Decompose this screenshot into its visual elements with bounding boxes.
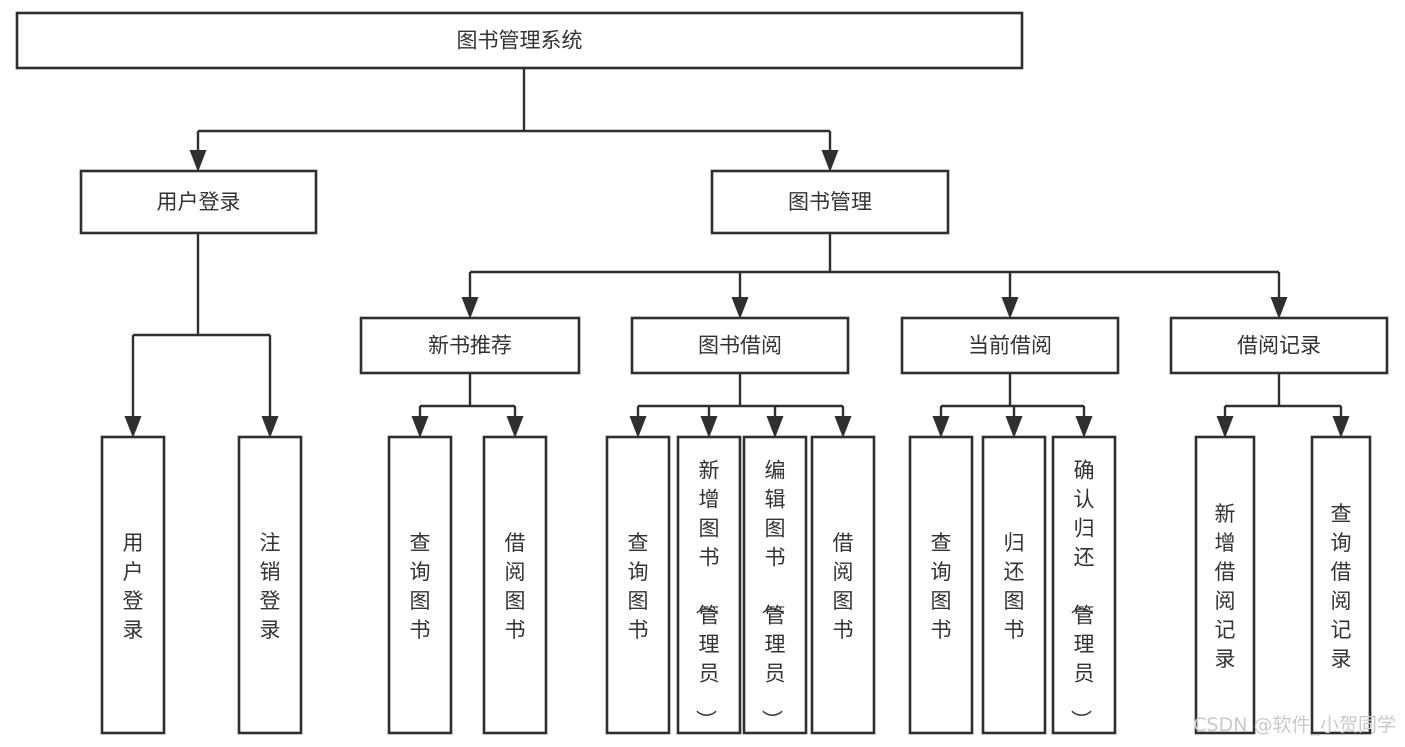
node-label-book-management: 图书管理 <box>788 190 872 214</box>
book-management-drop-3-arrowhead <box>1270 297 1288 319</box>
node-label-user-login: 用户登录 <box>157 190 241 214</box>
node-label-leaf-query-book-current: 查询图书 <box>931 531 952 642</box>
new-book-recommend-drop-0-arrowhead <box>411 416 429 438</box>
node-leaf-user-login[interactable]: 用户登录 <box>100 435 166 735</box>
node-current-borrow[interactable]: 当前借阅 <box>900 316 1120 375</box>
node-box-leaf-query-book-borrow[interactable] <box>605 435 671 735</box>
new-book-recommend-drop-1-arrowhead <box>506 416 524 438</box>
root-drop-0-arrowhead <box>189 150 207 172</box>
node-label-book-borrow: 图书借阅 <box>698 334 782 358</box>
node-label-leaf-borrow-book-recommend: 借阅图书 <box>505 531 526 642</box>
node-book-management[interactable]: 图书管理 <box>710 169 950 235</box>
node-box-leaf-query-borrow-record[interactable] <box>1310 435 1372 735</box>
node-leaf-confirm-return-admin[interactable]: 确认归还（管理员） <box>1051 435 1117 735</box>
node-leaf-borrow-book-recommend[interactable]: 借阅图书 <box>482 435 548 735</box>
node-label-leaf-add-book-admin: 新增图书（管理员） <box>694 459 720 731</box>
node-label-current-borrow: 当前借阅 <box>968 334 1052 358</box>
node-label-leaf-confirm-return-admin: 确认归还（管理员） <box>1069 459 1095 731</box>
node-leaf-query-book-current[interactable]: 查询图书 <box>908 435 974 735</box>
borrow-record-drop-0-arrowhead <box>1216 416 1234 438</box>
node-label-leaf-edit-book-admin: 编辑图书（管理员） <box>760 459 786 731</box>
node-box-leaf-query-book-current[interactable] <box>908 435 974 735</box>
node-leaf-query-book-borrow[interactable]: 查询图书 <box>605 435 671 735</box>
current-borrow-drop-2-arrowhead <box>1075 416 1093 438</box>
node-box-borrow-record[interactable] <box>1169 316 1389 375</box>
node-box-leaf-user-login[interactable] <box>100 435 166 735</box>
node-box-leaf-confirm-return-admin[interactable] <box>1051 435 1117 735</box>
node-leaf-query-book-recommend[interactable]: 查询图书 <box>387 435 453 735</box>
book-borrow-drop-0-arrowhead <box>629 416 647 438</box>
node-box-user-login[interactable] <box>79 169 318 235</box>
nodes-layer: 图书管理系统用户登录图书管理新书推荐图书借阅当前借阅借阅记录用户登录注销登录查询… <box>15 11 1389 735</box>
book-management-drop-0-arrowhead <box>461 297 479 319</box>
node-box-book-management[interactable] <box>710 169 950 235</box>
node-box-leaf-add-book-admin[interactable] <box>676 435 742 735</box>
node-label-root: 图书管理系统 <box>457 29 583 53</box>
current-borrow-drop-0-arrowhead <box>932 416 950 438</box>
node-leaf-return-book[interactable]: 归还图书 <box>981 435 1047 735</box>
node-leaf-logout[interactable]: 注销登录 <box>237 435 303 735</box>
node-root[interactable]: 图书管理系统 <box>15 11 1024 70</box>
connectors-layer <box>124 68 1350 438</box>
node-box-leaf-query-book-recommend[interactable] <box>387 435 453 735</box>
node-label-leaf-add-borrow-record: 新增借阅记录 <box>1215 502 1236 671</box>
book-borrow-drop-2-arrowhead <box>766 416 784 438</box>
node-label-new-book-recommend: 新书推荐 <box>428 334 512 358</box>
node-book-borrow[interactable]: 图书借阅 <box>630 316 850 375</box>
node-leaf-borrow-book[interactable]: 借阅图书 <box>810 435 876 735</box>
node-box-leaf-edit-book-admin[interactable] <box>742 435 808 735</box>
node-label-leaf-logout: 注销登录 <box>260 531 281 642</box>
user-login-drop-0-arrowhead <box>124 416 142 438</box>
node-label-leaf-query-book-recommend: 查询图书 <box>410 531 431 642</box>
borrow-record-drop-1-arrowhead <box>1332 416 1350 438</box>
node-box-current-borrow[interactable] <box>900 316 1120 375</box>
node-label-leaf-borrow-book: 借阅图书 <box>833 531 854 642</box>
node-borrow-record[interactable]: 借阅记录 <box>1169 316 1389 375</box>
node-label-leaf-query-borrow-record: 查询借阅记录 <box>1331 502 1352 671</box>
node-leaf-query-borrow-record[interactable]: 查询借阅记录 <box>1310 435 1372 735</box>
node-box-leaf-return-book[interactable] <box>981 435 1047 735</box>
node-box-leaf-borrow-book-recommend[interactable] <box>482 435 548 735</box>
node-leaf-add-book-admin[interactable]: 新增图书（管理员） <box>676 435 742 735</box>
node-box-root[interactable] <box>15 11 1024 70</box>
node-box-new-book-recommend[interactable] <box>359 316 581 375</box>
book-management-drop-2-arrowhead <box>1001 297 1019 319</box>
node-label-borrow-record: 借阅记录 <box>1237 334 1321 358</box>
node-label-leaf-user-login: 用户登录 <box>123 531 144 642</box>
current-borrow-drop-1-arrowhead <box>1005 416 1023 438</box>
node-box-book-borrow[interactable] <box>630 316 850 375</box>
node-new-book-recommend[interactable]: 新书推荐 <box>359 316 581 375</box>
user-login-drop-1-arrowhead <box>261 416 279 438</box>
csdn-watermark: CSDN @软件_小贺同学 <box>1193 714 1396 736</box>
node-label-leaf-return-book: 归还图书 <box>1004 531 1025 642</box>
book-borrow-drop-1-arrowhead <box>700 416 718 438</box>
node-label-leaf-query-book-borrow: 查询图书 <box>628 531 649 642</box>
book-management-drop-1-arrowhead <box>731 297 749 319</box>
node-leaf-edit-book-admin[interactable]: 编辑图书（管理员） <box>742 435 808 735</box>
node-leaf-add-borrow-record[interactable]: 新增借阅记录 <box>1194 435 1256 735</box>
node-box-leaf-add-borrow-record[interactable] <box>1194 435 1256 735</box>
root-drop-1-arrowhead <box>821 150 839 172</box>
book-borrow-drop-3-arrowhead <box>834 416 852 438</box>
node-user-login[interactable]: 用户登录 <box>79 169 318 235</box>
node-box-leaf-logout[interactable] <box>237 435 303 735</box>
node-box-leaf-borrow-book[interactable] <box>810 435 876 735</box>
